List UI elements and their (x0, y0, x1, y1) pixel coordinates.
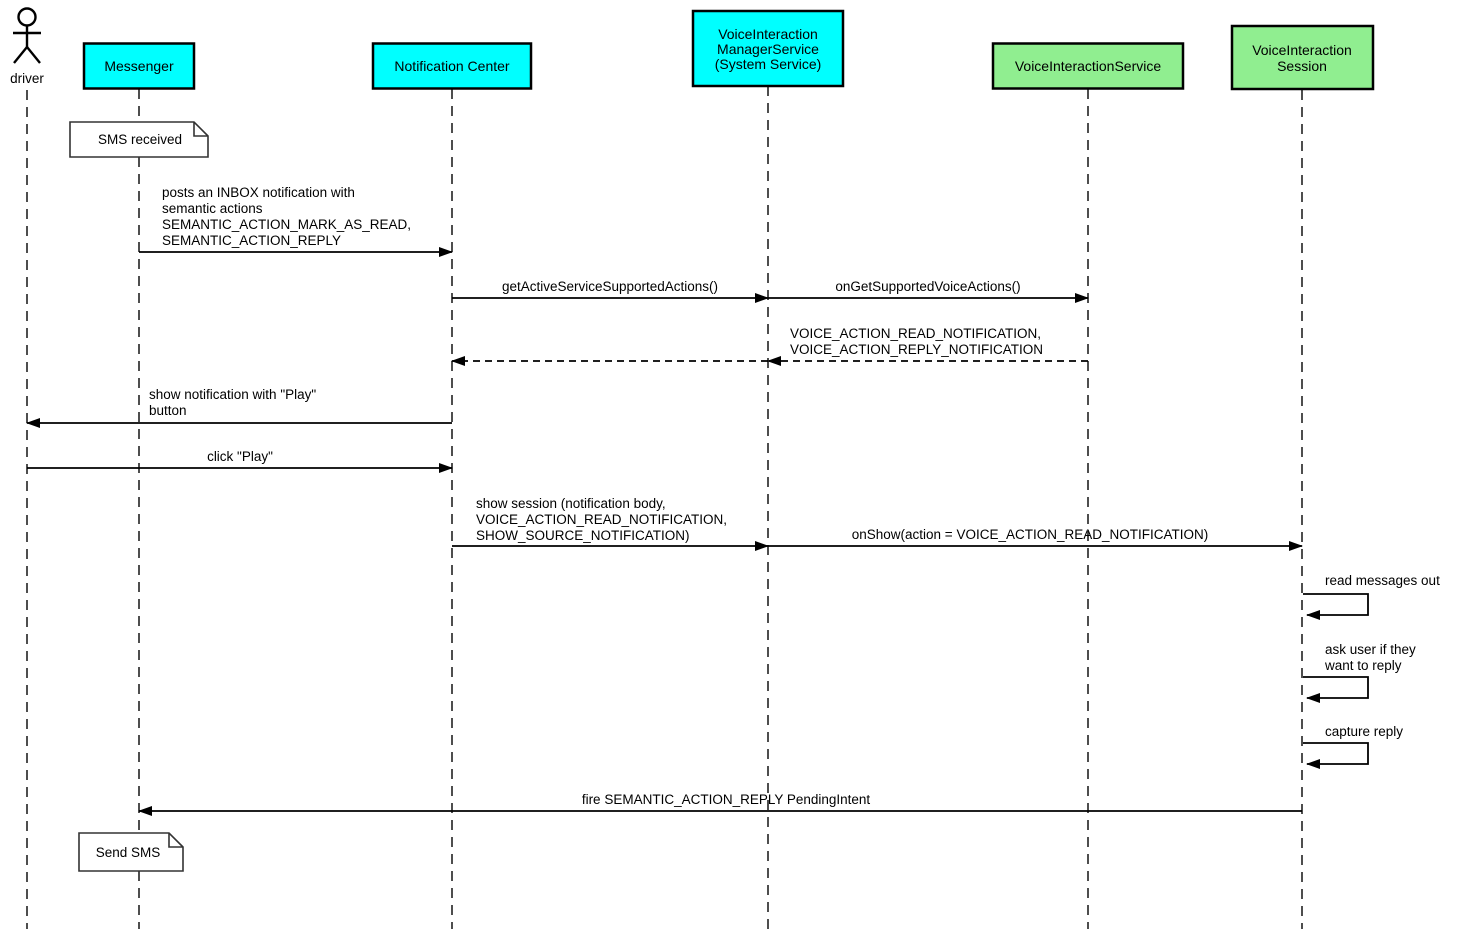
message-label-line1: show session (notification body, (476, 496, 666, 511)
participant-voice-interaction-manager-service: VoiceInteraction ManagerService (System … (691, 9, 845, 88)
message-label: getActiveServiceSupportedActions() (502, 279, 718, 294)
message-label: onShow(action = VOICE_ACTION_READ_NOTIFI… (852, 527, 1208, 542)
participant-label-line1: VoiceInteraction (718, 26, 818, 42)
message-label-line2: semantic actions (162, 201, 263, 216)
note-sms-received: SMS received (69, 121, 209, 158)
message-label-line2: VOICE_ACTION_REPLY_NOTIFICATION (790, 342, 1043, 357)
message-label-line4: SEMANTIC_ACTION_REPLY (162, 233, 341, 248)
message-post-notification: posts an INBOX notification with semanti… (139, 185, 453, 257)
message-label-line1: show notification with "Play" (149, 387, 316, 402)
message-fire-reply-intent: fire SEMANTIC_ACTION_REPLY PendingIntent (138, 792, 1302, 816)
actor-leg-left (13, 46, 28, 64)
message-show-session: show session (notification body, VOICE_A… (452, 496, 769, 551)
message-label: read messages out (1325, 573, 1440, 588)
participant-box (1230, 24, 1375, 91)
participant-box (991, 42, 1185, 90)
note-label: Send SMS (96, 845, 161, 860)
note-shape (69, 121, 209, 158)
message-label-line2: VOICE_ACTION_READ_NOTIFICATION, (476, 512, 727, 527)
self-message-read-messages-out: read messages out (1303, 573, 1440, 620)
message-get-supported-actions: getActiveServiceSupportedActions() (452, 279, 769, 303)
self-message-capture-reply: capture reply (1303, 724, 1403, 769)
message-label-line1: ask user if they (1325, 642, 1416, 657)
message-label: fire SEMANTIC_ACTION_REPLY PendingIntent (582, 792, 871, 807)
message-label-line3: SHOW_SOURCE_NOTIFICATION) (476, 528, 690, 543)
participant-label: Notification Center (394, 58, 510, 74)
message-on-get-supported-voice-actions: onGetSupportedVoiceActions() (768, 279, 1089, 303)
self-arrow (1303, 593, 1369, 620)
participant-box (371, 42, 533, 90)
message-show-notification: show notification with "Play" button (26, 387, 452, 428)
message-click-play: click "Play" (27, 449, 453, 473)
participant-voice-interaction-service: VoiceInteractionService (991, 42, 1185, 90)
self-arrow (1303, 676, 1369, 703)
lifelines (26, 86, 1303, 929)
participant-label: Messenger (104, 58, 174, 74)
actor-label: driver (10, 71, 44, 86)
self-arrow (1303, 742, 1369, 769)
message-label-line2: want to reply (1324, 658, 1402, 673)
participant-notification-center: Notification Center (371, 42, 533, 90)
message-label: click "Play" (207, 449, 273, 464)
participant-label-line3: (System Service) (715, 56, 822, 72)
participant-label-line2: ManagerService (717, 41, 819, 57)
actor-head (17, 7, 37, 27)
self-message-ask-user: ask user if they want to reply (1303, 642, 1416, 703)
note-shape (78, 832, 184, 872)
message-on-show: onShow(action = VOICE_ACTION_READ_NOTIFI… (768, 527, 1303, 551)
message-supported-actions-return: VOICE_ACTION_READ_NOTIFICATION, VOICE_AC… (451, 326, 1088, 366)
participant-label-line1: VoiceInteraction (1252, 42, 1352, 58)
note-fold (193, 122, 208, 137)
note-label: SMS received (98, 132, 182, 147)
message-label: capture reply (1325, 724, 1403, 739)
participant-messenger: Messenger (82, 42, 196, 90)
participant-box (691, 9, 845, 88)
actor-leg-right (26, 46, 41, 64)
message-label-line3: SEMANTIC_ACTION_MARK_AS_READ, (162, 217, 411, 232)
message-label-line1: posts an INBOX notification with (162, 185, 355, 200)
message-label: onGetSupportedVoiceActions() (835, 279, 1020, 294)
participant-label: VoiceInteractionService (1015, 58, 1162, 74)
message-label-line1: VOICE_ACTION_READ_NOTIFICATION, (790, 326, 1041, 341)
note-fold (168, 833, 183, 848)
note-send-sms: Send SMS (78, 832, 184, 872)
participant-voice-interaction-session: VoiceInteraction Session (1230, 24, 1375, 91)
participant-label-line2: Session (1277, 58, 1327, 74)
message-label-line2: button (149, 403, 187, 418)
participant-box (82, 42, 196, 90)
actor-driver: driver (10, 7, 44, 86)
